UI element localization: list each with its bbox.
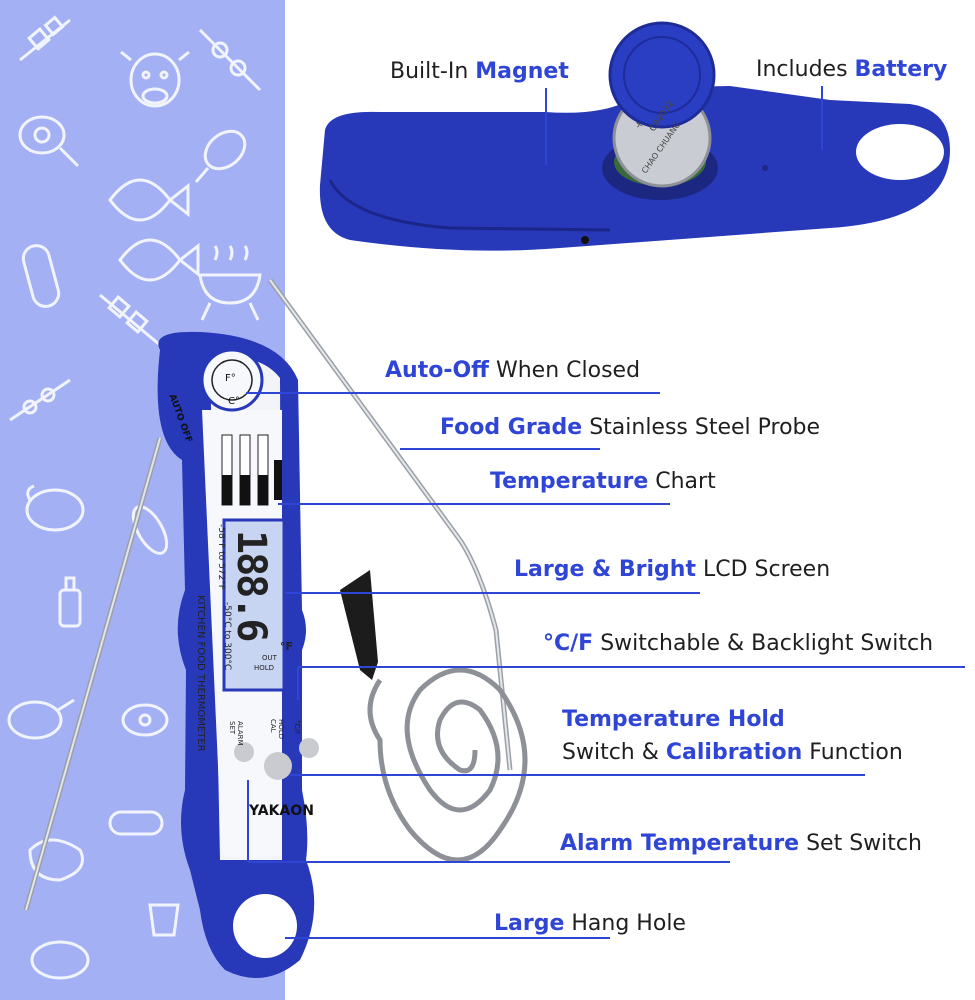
grill-icon: [198, 245, 262, 321]
lcd-screen-label: Large & Bright LCD Screen: [514, 557, 831, 582]
lcd-unit: °F: [280, 640, 294, 653]
cow-head-icon: [120, 50, 190, 108]
thermometer-back-view: +: [319, 21, 951, 251]
temperature-chart: [221, 434, 282, 506]
skewer-icon: [9, 378, 71, 422]
battery-label: Includes Battery: [756, 57, 948, 82]
alarm-label: ALARM: [236, 721, 244, 746]
lcd-out: OUT: [262, 654, 277, 662]
unit-f-marking: F°: [225, 373, 236, 384]
steak-icon: [30, 940, 90, 980]
unit-dial: [200, 348, 264, 412]
fish-icon: [108, 178, 190, 222]
hold-label: HOLD: [277, 719, 285, 740]
bottle-icon: [58, 576, 82, 628]
skewer-icon: [19, 15, 71, 62]
lcd-hold: HOLD: [254, 664, 275, 672]
cf-label: °C/F: [293, 720, 301, 735]
external-probe: [267, 278, 528, 863]
probe-cable: [367, 667, 528, 863]
hold-label-line1: Temperature Hold: [562, 707, 785, 732]
thermometer-front-view: [23, 331, 319, 978]
product-name: KITCHEN FOOD THERMOMETER: [195, 595, 206, 752]
magnet-label: Built-In Magnet: [390, 59, 569, 84]
range-f: -58°F to 572°F: [216, 524, 226, 590]
alarm-label-callout: Alarm Temperature Set Switch: [560, 831, 922, 856]
set-label: SET: [228, 721, 236, 735]
probe-connector: [340, 570, 378, 680]
food-icons-pattern: [7, 15, 262, 980]
corn-icon: [131, 505, 169, 555]
ham-icon: [121, 703, 169, 737]
cup-icon: [148, 903, 180, 937]
lcd-screen: [222, 518, 286, 692]
range-c: -50°C to 300°C: [222, 602, 232, 671]
alarm-set-button: [234, 742, 254, 762]
ham-icon: [18, 115, 80, 168]
battery-cover: [608, 21, 716, 129]
hold-label-line2: Switch & Calibration Function: [562, 740, 903, 765]
fish-icon: [118, 238, 200, 282]
hang-hole: [856, 124, 944, 180]
food-grade-label: Food Grade Stainless Steel Probe: [440, 415, 821, 440]
brand-logo: YAKAON: [249, 803, 314, 819]
skewer-icon: [198, 28, 262, 92]
roast-chicken-icon: [7, 698, 75, 740]
hang-hole: [233, 894, 297, 958]
turkey-icon: [25, 484, 85, 532]
sausage-icon: [21, 244, 61, 308]
unit-c-marking: C°: [228, 396, 240, 407]
sausage-icon: [108, 810, 164, 836]
cal-label: CAL: [269, 719, 277, 733]
auto-off-label: Auto-Off When Closed: [385, 358, 641, 383]
lcd-digits: 188.6: [228, 530, 274, 641]
chicken-leg-icon: [194, 129, 247, 183]
hold-cal-button: [264, 752, 292, 780]
temperature-chart-label: Temperature Chart: [490, 469, 716, 494]
hang-hole-label: Large Hang Hole: [494, 911, 686, 936]
kebab-icon: [99, 293, 161, 347]
cf-switch-label: °C/F Switchable & Backlight Switch: [543, 631, 934, 656]
cf-backlight-button: [299, 738, 319, 758]
